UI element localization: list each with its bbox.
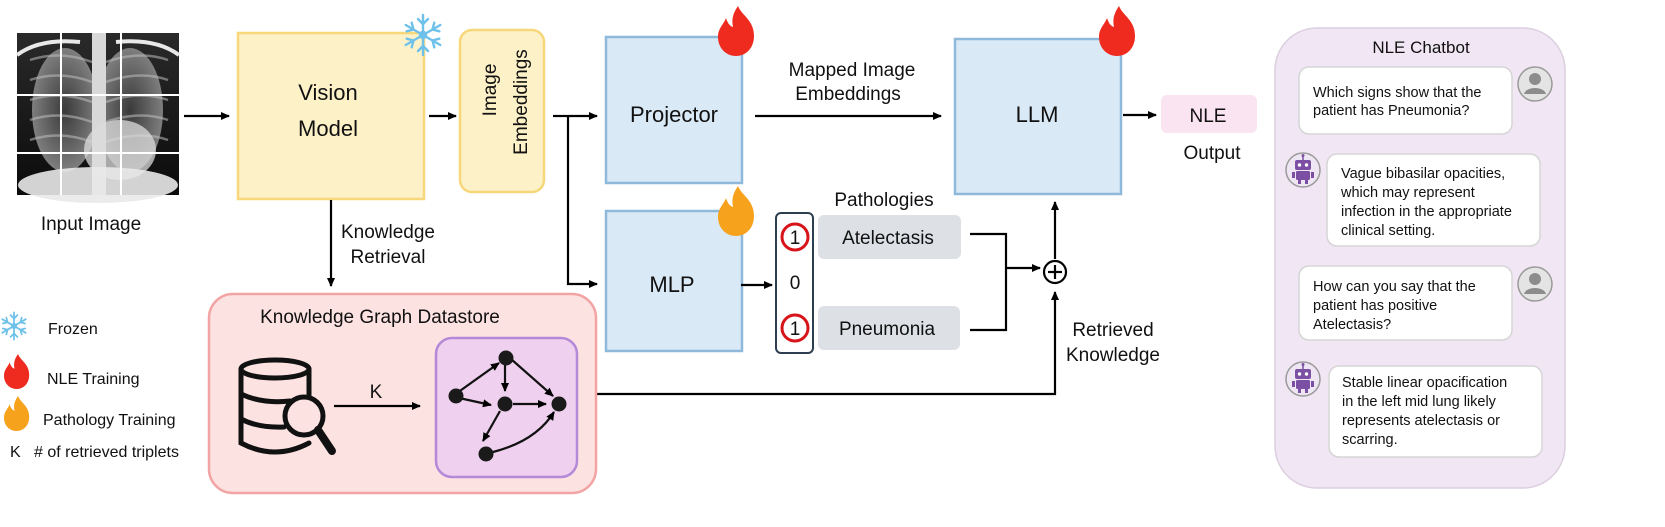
chat-message-line: How can you say that the: [1313, 279, 1476, 295]
knowledge-graph-icon: [448, 350, 567, 462]
red-flame-icon: [4, 354, 30, 389]
projector-box: [604, 35, 744, 185]
nle-label: NLE: [1190, 106, 1227, 127]
pathology-value-1: 1: [790, 228, 801, 249]
chat-message-line: scarring.: [1342, 432, 1398, 448]
llm-box: [953, 37, 1123, 196]
nle-output-box: [1161, 95, 1257, 133]
legend-nle-training: NLE Training: [47, 371, 140, 388]
retrieved-knowledge-line1: Retrieved: [1072, 320, 1153, 341]
database-search-icon: [238, 357, 336, 455]
pathology-pneumonia-box: [818, 306, 960, 350]
chat-message-line: patient has Pneumonia?: [1313, 103, 1469, 119]
pathology-value-circle: [780, 222, 810, 252]
red-flame-icon: [1099, 6, 1135, 56]
image-embeddings-box: [458, 28, 546, 194]
legend-pathology-training: Pathology Training: [43, 412, 176, 429]
arrow-kg-to-plus: [596, 291, 1059, 396]
mlp-box: [604, 209, 744, 353]
input-xray-image: [15, 33, 181, 203]
pathology-value-2: 0: [790, 273, 801, 294]
mlp-label: MLP: [649, 272, 694, 297]
image-embeddings-line1: Image: [480, 64, 501, 117]
retrieved-knowledge-line2: Knowledge: [1066, 345, 1160, 366]
chat-message-line: patient has positive: [1313, 298, 1437, 314]
chat-message-line: Vague bibasilar opacities,: [1341, 166, 1505, 182]
chat-message-line: which may represent: [1340, 185, 1475, 201]
chat-message-line: represents atelectasis or: [1342, 413, 1500, 429]
legend-frozen: Frozen: [48, 321, 98, 338]
legend-k-description: # of retrieved triplets: [34, 444, 179, 461]
legend-k-symbol: K: [10, 444, 21, 461]
pathology-merge-bracket: [970, 232, 1008, 332]
chat-message-line: clinical setting.: [1341, 223, 1435, 239]
robot-avatar-icon: [1285, 152, 1321, 188]
chat-message-user: [1298, 66, 1513, 135]
chat-message-line: infection in the appropriate: [1341, 204, 1512, 220]
plus-circle-icon: [1042, 259, 1068, 285]
red-flame-icon: [718, 6, 754, 56]
pathology-pneumonia-label: Pneumonia: [839, 319, 936, 340]
pathology-value-circle: [780, 313, 810, 343]
user-avatar-icon: [1517, 66, 1553, 102]
llm-label: LLM: [1016, 102, 1059, 127]
vision-model-line2: Model: [298, 116, 358, 141]
chat-message-line: Which signs show that the: [1313, 85, 1481, 101]
vision-model-line1: Vision: [298, 80, 358, 105]
user-avatar-icon: [1517, 266, 1553, 302]
chat-message-line: Stable linear opacification: [1342, 375, 1507, 391]
robot-avatar-icon: [1285, 361, 1321, 397]
pathology-atelectasis-label: Atelectasis: [842, 228, 934, 249]
arrow-embed-to-mlp: [566, 116, 598, 288]
pathology-value-3: 1: [790, 319, 801, 340]
chat-message-line: in the left mid lung likely: [1342, 394, 1497, 410]
mapped-embeddings-line1: Mapped Image: [789, 60, 916, 81]
knowledge-retrieval-line2: Retrieval: [351, 247, 426, 268]
orange-flame-icon: [4, 396, 30, 431]
mapped-embeddings-line2: Embeddings: [795, 84, 901, 105]
chatbot-title: NLE Chatbot: [1372, 38, 1470, 57]
pathologies-title: Pathologies: [834, 190, 933, 211]
output-label: Output: [1183, 143, 1241, 164]
k-label: K: [370, 382, 383, 403]
input-image-label: Input Image: [41, 214, 141, 235]
knowledge-retrieval-line1: Knowledge: [341, 222, 435, 243]
orange-flame-icon: [718, 186, 754, 236]
chat-message-bot: [1326, 153, 1541, 247]
chat-message-bot: [1328, 365, 1543, 458]
image-embeddings-line2: Embeddings: [511, 49, 532, 155]
chat-message-user: [1298, 265, 1513, 341]
pathology-atelectasis-box: [818, 215, 961, 259]
vision-model-box: [236, 31, 426, 201]
projector-label: Projector: [630, 102, 718, 127]
kg-datastore-title: Knowledge Graph Datastore: [260, 307, 500, 328]
chat-message-line: Atelectasis?: [1313, 317, 1391, 333]
snowflake-icon: [1, 311, 27, 341]
